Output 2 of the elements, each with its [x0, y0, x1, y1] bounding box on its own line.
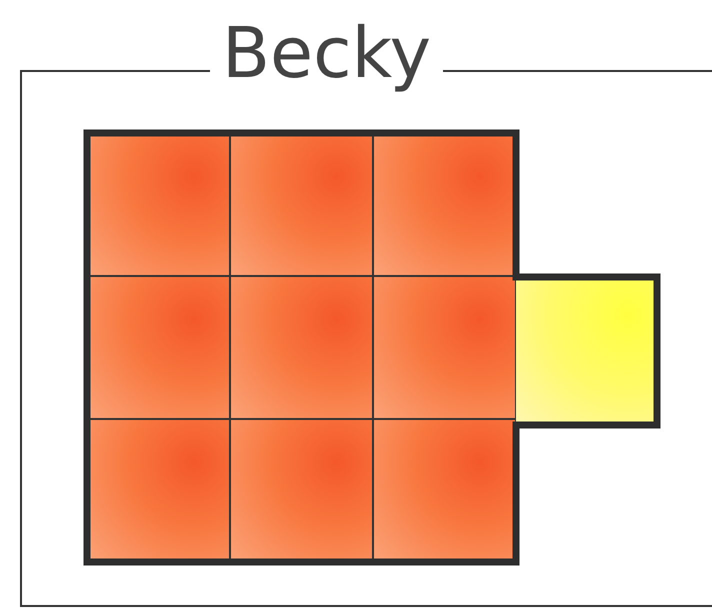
grid-square	[373, 276, 516, 419]
grid-square	[230, 276, 373, 419]
